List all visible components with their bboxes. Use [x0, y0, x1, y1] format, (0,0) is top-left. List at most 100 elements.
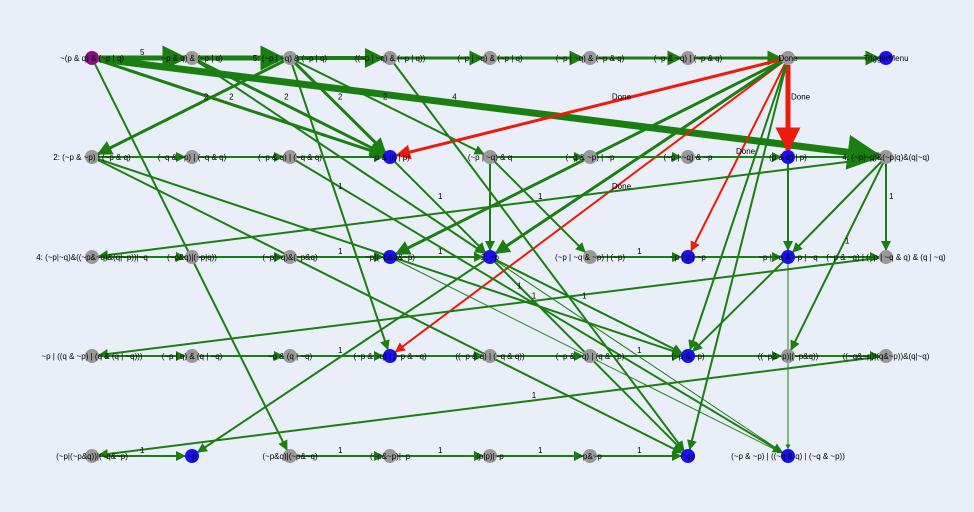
node-circle[interactable] — [383, 449, 397, 463]
node-circle[interactable] — [483, 449, 497, 463]
node-label: ~(p & q) & (~p | q) — [60, 54, 124, 63]
graph-node[interactable]: (~p | ~q & ~p) | (~p) — [555, 250, 625, 264]
node-circle[interactable] — [681, 250, 695, 264]
graph-node[interactable]: ((~p&~p)|(~p&q)) — [758, 349, 819, 363]
node-circle[interactable] — [185, 250, 199, 264]
node-circle[interactable] — [483, 250, 497, 264]
graph-node[interactable]: (~p | ~q) & q — [468, 150, 512, 164]
node-circle[interactable] — [483, 51, 497, 65]
graph-node[interactable]: (~p | ~q) & (~p | q) — [457, 51, 523, 65]
node-circle[interactable] — [283, 250, 297, 264]
graph-node[interactable]: ~p&~p — [578, 449, 602, 463]
graph-node[interactable]: ~p|(~p&q&~p) — [365, 250, 415, 264]
node-circle[interactable] — [681, 349, 695, 363]
node-circle[interactable] — [583, 250, 597, 264]
node-circle[interactable] — [383, 349, 397, 363]
graph-node[interactable]: ~p & (q | p) — [370, 150, 410, 164]
graph-node[interactable]: ~p | ((q & ~p) | (q & (q | ~q))) — [41, 349, 143, 363]
edge-label: 2 — [338, 93, 343, 102]
node-circle[interactable] — [383, 250, 397, 264]
graph-node[interactable]: (~p & ~q) | (~p & q) — [654, 51, 723, 65]
graph-node[interactable]: (~q & ~p) | ~p — [566, 150, 616, 164]
graph-node[interactable]: (~p & ~q) | (~p & ~q) — [353, 349, 427, 363]
node-circle[interactable] — [85, 449, 99, 463]
graph-node[interactable]: (~p&q)|(~p|q)) — [167, 250, 217, 264]
graph-node[interactable]: 4: (~p|~q)&(~p|q)&(q|~q) — [842, 150, 930, 164]
graph-node[interactable]: ~(p & q) & (~p | q) — [60, 51, 124, 65]
graph-node[interactable]: 4: (~p|~q)&((~p&~q)&(q|~p))|~q — [36, 250, 148, 264]
edge-label: Done — [612, 93, 632, 102]
graph-node[interactable]: (~p | ~q) & ~p — [664, 150, 714, 164]
graph-node[interactable]: 5: (~p | ~q) & (~p | q) — [253, 51, 328, 65]
node-circle[interactable] — [781, 349, 795, 363]
node-circle[interactable] — [681, 150, 695, 164]
node-circle[interactable] — [85, 150, 99, 164]
node-circle[interactable] — [185, 449, 199, 463]
graph-node[interactable]: (~p & ~q) | (q & ~p) — [556, 349, 625, 363]
node-circle[interactable] — [781, 449, 795, 463]
node-circle[interactable] — [681, 51, 695, 65]
node-circle[interactable] — [85, 51, 99, 65]
node-label: 2: ~p — [481, 253, 500, 262]
graph-node[interactable]: (~p & ~q) | (~p | ~q & q) & (q | ~q) — [826, 250, 946, 264]
node-circle[interactable] — [879, 250, 893, 264]
graph-node[interactable]: (~p|(~p&q))|(~q&~p) — [56, 449, 128, 463]
node-circle[interactable] — [383, 51, 397, 65]
graph-node[interactable]: (~p & q) | (~q & q) — [258, 150, 322, 164]
graph-node[interactable]: ((~p | ~q) & (~p | q)) — [355, 51, 426, 65]
edge-n27-n36 — [692, 261, 784, 352]
node-circle[interactable] — [185, 349, 199, 363]
node-circle[interactable] — [781, 250, 795, 264]
node-circle[interactable] — [383, 150, 397, 164]
graph-node[interactable]: ~p | p | ~p — [670, 250, 706, 264]
node-circle[interactable] — [879, 150, 893, 164]
graph-node[interactable]: (~p & ~p) — [671, 349, 705, 363]
node-label: (p & q) | p) — [769, 153, 807, 162]
graph-node[interactable]: (~p) — [681, 449, 696, 463]
node-circle[interactable] — [781, 150, 795, 164]
node-label: 5: (~p | ~q) & (~p | q) — [253, 54, 328, 63]
node-circle[interactable] — [879, 349, 893, 363]
graph-node[interactable]: (~p&q)|(~p&~q) — [262, 449, 318, 463]
graph-node[interactable]: ~p & q) & (~p | q) — [161, 51, 223, 65]
graph-node[interactable]: TriggerMenu — [863, 51, 909, 65]
graph-node[interactable]: ((~q&~p)|(q&~p))&(q|~q) — [843, 349, 930, 363]
edge-label: 1 — [438, 247, 443, 256]
node-circle[interactable] — [583, 349, 597, 363]
node-circle[interactable] — [483, 150, 497, 164]
graph-node[interactable]: 2: ~p — [481, 250, 500, 264]
graph-node[interactable]: (~q & ~p) | (~q & q) — [158, 150, 227, 164]
node-circle[interactable] — [185, 51, 199, 65]
node-circle[interactable] — [85, 349, 99, 363]
node-circle[interactable] — [583, 449, 597, 463]
node-circle[interactable] — [283, 51, 297, 65]
node-circle[interactable] — [283, 449, 297, 463]
node-circle[interactable] — [583, 150, 597, 164]
edge-label: 2 — [229, 93, 234, 102]
node-circle[interactable] — [85, 250, 99, 264]
graph-node[interactable]: ~p — [185, 449, 199, 463]
node-circle[interactable] — [283, 349, 297, 363]
node-circle[interactable] — [483, 349, 497, 363]
graph-node[interactable]: (~p|~q)&(~p&q) — [262, 250, 318, 264]
graph-node[interactable]: Done — [778, 51, 798, 65]
edge-n01-n24 — [197, 61, 486, 254]
graph-node[interactable]: (~p | q) & (q | ~q) — [162, 349, 223, 363]
node-circle[interactable] — [283, 150, 297, 164]
graph-node[interactable]: (~p&~p)|~p — [370, 449, 411, 463]
graph-node[interactable]: (~p | ~q) & (~p & q) — [556, 51, 625, 65]
node-circle[interactable] — [879, 51, 893, 65]
graph-node[interactable]: ((~p & q) | (~q & q)) — [455, 349, 525, 363]
graph-node[interactable]: (p|p)|~p — [476, 449, 504, 463]
node-circle[interactable] — [781, 51, 795, 65]
node-circle[interactable] — [583, 51, 597, 65]
graph-node[interactable]: 2: (~p & ~p) | (~p & q) — [53, 150, 131, 164]
node-circle[interactable] — [185, 150, 199, 164]
graph-node[interactable]: (p & q) | p) — [769, 150, 807, 164]
node-circle[interactable] — [681, 449, 695, 463]
graph-node[interactable]: (~p & ~p) | ((~q & q) | (~q & ~p)) — [731, 449, 845, 463]
edge-label: 1 — [338, 346, 343, 355]
graph-node[interactable]: ~p & (q | ~q) — [268, 349, 313, 363]
graph-node[interactable]: ~p | ~q & ~p | ~q — [758, 250, 818, 264]
